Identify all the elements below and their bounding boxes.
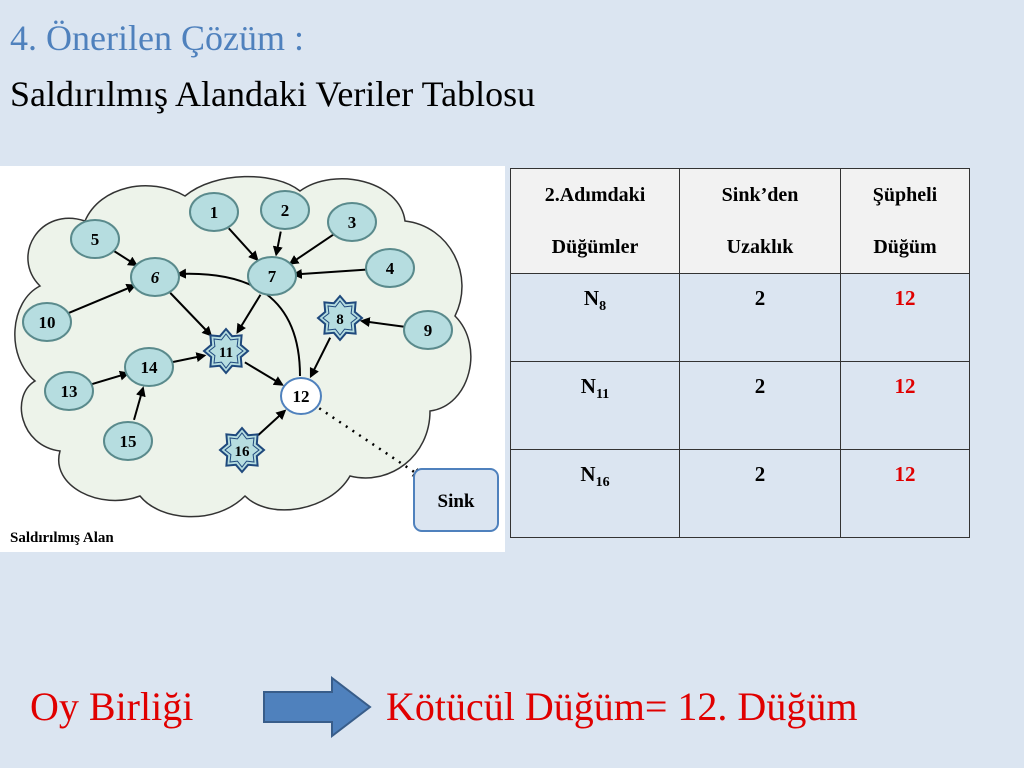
node-4: 4 bbox=[365, 248, 415, 288]
header-step-nodes: 2.Adımdaki Düğümler bbox=[510, 168, 680, 274]
consensus-label: Oy Birliği bbox=[30, 684, 194, 729]
attacked-area-label: Saldırılmış Alan bbox=[10, 530, 114, 546]
node-13: 13 bbox=[44, 371, 94, 411]
node-9: 9 bbox=[403, 310, 453, 350]
node-label: 3 bbox=[348, 213, 357, 232]
cell-node: N11 bbox=[510, 361, 680, 450]
edge-7-11 bbox=[236, 294, 262, 334]
slide-title: Saldırılmış Alandaki Veriler Tablosu bbox=[10, 74, 536, 114]
edge-9-8 bbox=[359, 317, 407, 329]
edge-2-7 bbox=[272, 231, 283, 257]
node-14: 14 bbox=[124, 347, 174, 387]
header-distance: Sink’den Uzaklık bbox=[679, 168, 841, 274]
node-label: 9 bbox=[424, 321, 433, 340]
node-15: 15 bbox=[103, 421, 153, 461]
cell-distance: 2 bbox=[679, 361, 841, 450]
node-16: 16 bbox=[218, 426, 266, 474]
sink-box: Sink bbox=[413, 468, 499, 532]
cell-node: N8 bbox=[510, 273, 680, 362]
edge-1-7 bbox=[228, 227, 259, 262]
node-7: 7 bbox=[247, 256, 297, 296]
malicious-node-result: Kötücül Düğüm= 12. Düğüm bbox=[386, 684, 858, 729]
node-label: 1 bbox=[210, 203, 219, 222]
node-10: 10 bbox=[22, 302, 72, 342]
cell-distance: 2 bbox=[679, 273, 841, 362]
node-label: 12 bbox=[293, 387, 310, 406]
table-row: N8 2 12 bbox=[510, 273, 970, 362]
node-11: 11 bbox=[202, 327, 250, 375]
node-8: 8 bbox=[316, 294, 364, 342]
node-label: 7 bbox=[268, 267, 277, 286]
node-label: 16 bbox=[235, 444, 251, 460]
node-label: 2 bbox=[281, 201, 290, 220]
node-2: 2 bbox=[260, 190, 310, 230]
edge-16-12 bbox=[257, 409, 287, 436]
node-label: 6 bbox=[151, 268, 160, 287]
cell-suspect: 12 bbox=[840, 273, 970, 362]
node-label: 8 bbox=[336, 312, 344, 328]
edge-8-12 bbox=[309, 337, 332, 379]
cell-suspect: 12 bbox=[840, 361, 970, 450]
node-label: 15 bbox=[120, 432, 137, 451]
node-label: 4 bbox=[386, 259, 395, 278]
table-row: N16 2 12 bbox=[510, 449, 970, 538]
edge-10-6 bbox=[66, 283, 137, 315]
edge-5-6 bbox=[113, 249, 139, 267]
node-5: 5 bbox=[70, 219, 120, 259]
cell-suspect: 12 bbox=[840, 449, 970, 538]
table-row: N11 2 12 bbox=[510, 361, 970, 450]
cell-distance: 2 bbox=[679, 449, 841, 538]
node-label: 5 bbox=[91, 230, 100, 249]
right-arrow-icon bbox=[263, 676, 372, 738]
data-table: 2.Adımdaki Düğümler Sink’den Uzaklık Şüp… bbox=[510, 168, 970, 538]
cell-node: N16 bbox=[510, 449, 680, 538]
edge-11-12 bbox=[244, 361, 284, 386]
edge-6-11 bbox=[169, 292, 213, 337]
edge-14-11 bbox=[170, 352, 207, 364]
node-6: 6 bbox=[130, 257, 180, 297]
edge-4-7 bbox=[291, 268, 369, 279]
table-header-row: 2.Adımdaki Düğümler Sink’den Uzaklık Şüp… bbox=[510, 168, 970, 274]
node-12: 12 bbox=[280, 377, 322, 415]
edge-3-7 bbox=[288, 233, 335, 265]
sink-label: Sink bbox=[438, 491, 475, 512]
node-3: 3 bbox=[327, 202, 377, 242]
edge-13-14 bbox=[89, 370, 130, 386]
node-1: 1 bbox=[189, 192, 239, 232]
node-label: 11 bbox=[219, 345, 233, 361]
header-suspect: Şüpheli Düğüm bbox=[840, 168, 970, 274]
node-label: 14 bbox=[141, 358, 159, 377]
node-label: 10 bbox=[39, 313, 56, 332]
edge-15-14 bbox=[133, 386, 146, 421]
node-label: 13 bbox=[61, 382, 78, 401]
slide-subtitle: 4. Önerilen Çözüm : bbox=[10, 18, 304, 58]
